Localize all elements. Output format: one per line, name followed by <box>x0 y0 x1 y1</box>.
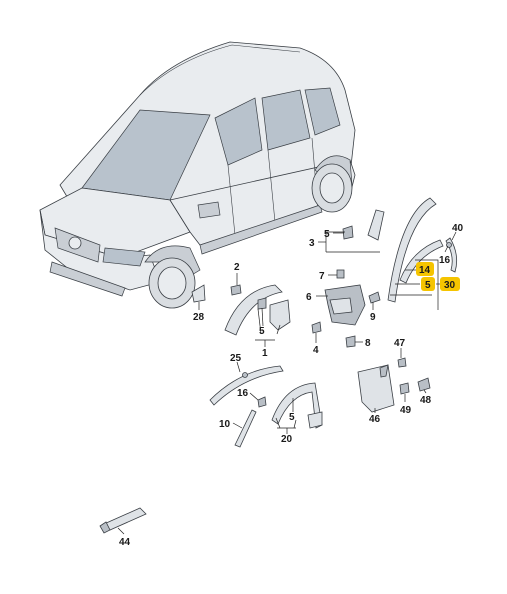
callout-labels: 1 2 3 4 5 5 5 5 6 7 8 9 10 14 16 16 20 2… <box>119 223 464 548</box>
callout-label-14: 14 <box>419 265 431 276</box>
callout-label-5-highlight: 5 <box>425 280 431 291</box>
callout-label-4: 4 <box>313 345 319 356</box>
callout-label-9: 9 <box>370 312 376 323</box>
highlight-badge-5 <box>421 277 435 291</box>
leader-lines <box>117 231 457 535</box>
vehicle-illustration <box>39 41 356 309</box>
callout-label-16-upper: 16 <box>439 255 451 266</box>
callout-label-28: 28 <box>193 312 205 323</box>
callout-label-2: 2 <box>234 262 240 273</box>
callout-label-10: 10 <box>219 419 231 430</box>
callout-label-1: 1 <box>262 348 268 359</box>
highlight-badge-30 <box>440 277 460 291</box>
callout-label-3: 3 <box>309 238 315 249</box>
callout-label-25: 25 <box>230 353 242 364</box>
callout-label-49: 49 <box>400 405 412 416</box>
callout-label-48: 48 <box>420 395 432 406</box>
callout-label-16-lower: 16 <box>237 388 249 399</box>
callout-label-47: 47 <box>394 338 406 349</box>
callout-label-5-front: 5 <box>259 326 265 337</box>
callout-label-44: 44 <box>119 537 131 548</box>
callout-label-30: 30 <box>444 280 456 291</box>
callout-label-46: 46 <box>369 414 381 425</box>
callout-label-5-upper: 5 <box>324 229 330 240</box>
callout-label-5-lower: 5 <box>289 412 295 423</box>
callout-label-6: 6 <box>306 292 312 303</box>
highlight-badge-14 <box>416 262 434 276</box>
parts-group <box>99 197 458 534</box>
callout-label-40: 40 <box>452 223 464 234</box>
callout-label-20: 20 <box>281 434 293 445</box>
callout-label-7: 7 <box>319 271 325 282</box>
callout-label-8: 8 <box>365 338 371 349</box>
